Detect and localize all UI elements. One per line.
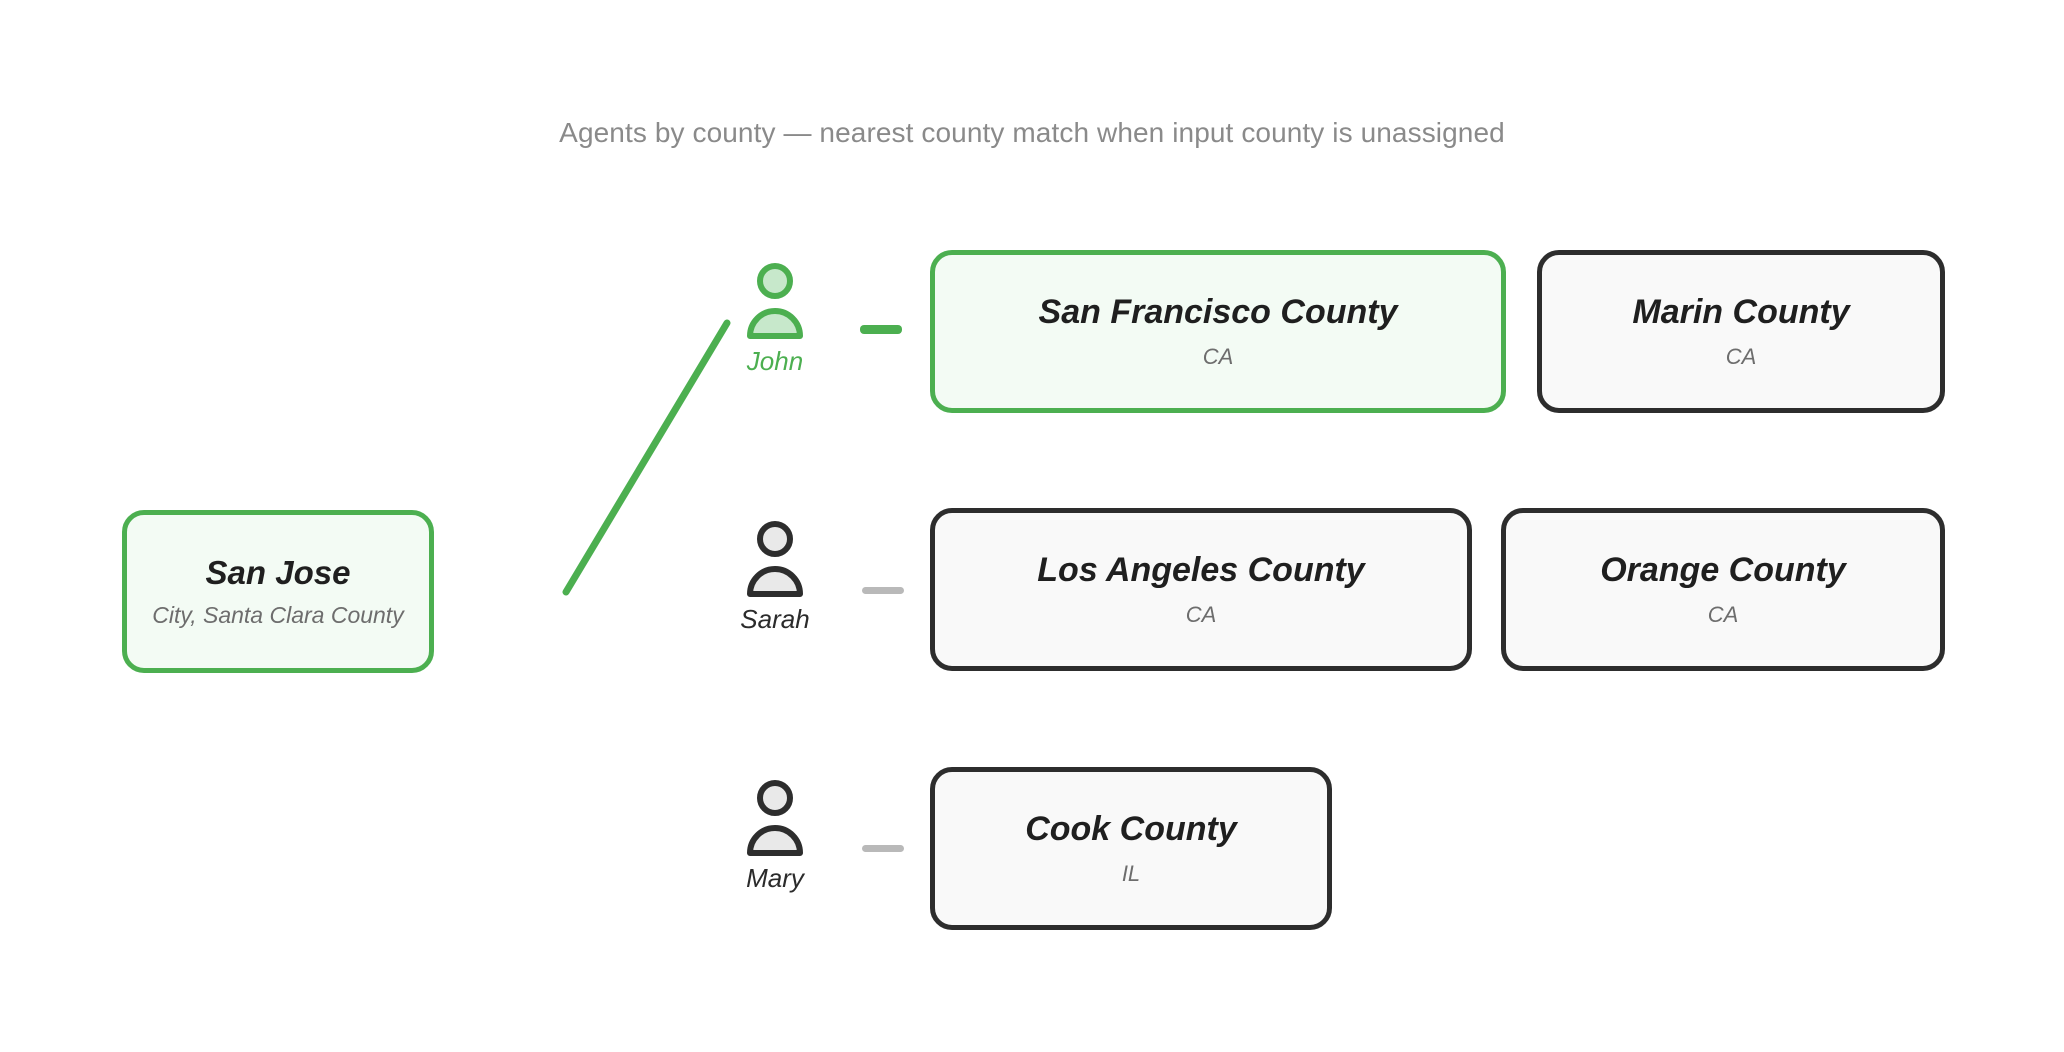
person-icon [747, 263, 803, 339]
county-node-san-francisco-county[interactable]: San Francisco County CA [930, 250, 1506, 413]
agent-name-label: Sarah [740, 604, 810, 634]
county-node-state: CA [1725, 343, 1757, 369]
county-node-state: CA [1707, 601, 1739, 627]
county-node-cook-county[interactable]: Cook County IL [930, 767, 1332, 930]
county-node-marin-county[interactable]: Marin County CA [1537, 250, 1945, 413]
county-node-state: CA [1202, 343, 1234, 369]
person-icon [747, 521, 803, 597]
dash-connector-john [860, 325, 902, 334]
county-node-los-angeles-county[interactable]: Los Angeles County CA [930, 508, 1472, 671]
dash-connector-mary [862, 845, 904, 852]
agent-name-label: Mary [746, 863, 804, 893]
county-node-title: San Francisco County [1038, 293, 1398, 332]
agent-sarah[interactable]: Sarah [705, 520, 845, 635]
agent-john[interactable]: John [705, 262, 845, 377]
county-node-title: Orange County [1600, 551, 1846, 590]
county-node-title: Los Angeles County [1037, 551, 1365, 590]
source-node-san-jose[interactable]: San Jose City, Santa Clara County [122, 510, 434, 673]
county-node-orange-county[interactable]: Orange County CA [1501, 508, 1945, 671]
county-node-state: IL [1121, 860, 1141, 886]
person-icon [747, 780, 803, 856]
county-node-state: CA [1185, 601, 1217, 627]
source-node-meta: City, Santa Clara County [152, 602, 404, 628]
dash-connector-sarah [862, 587, 904, 594]
diagram-subtitle: Agents by county — nearest county match … [559, 117, 1505, 148]
agent-mary[interactable]: Mary [705, 779, 845, 894]
county-node-title: Cook County [1025, 810, 1237, 849]
edge-san-jose-to-john [562, 319, 731, 596]
source-node-title: San Jose [205, 553, 351, 591]
county-node-title: Marin County [1632, 293, 1850, 332]
agent-name-label: John [746, 346, 804, 376]
